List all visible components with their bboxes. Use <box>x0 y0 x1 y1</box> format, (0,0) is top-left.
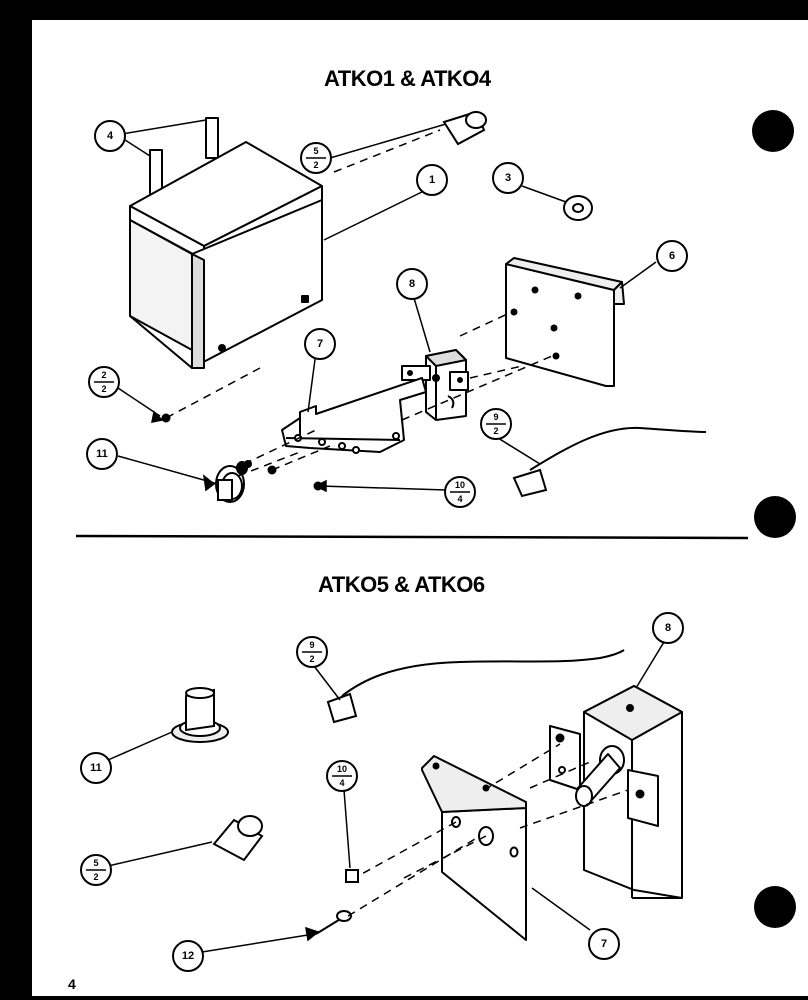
cabinet-screw-hole <box>301 295 309 303</box>
svg-text:8: 8 <box>665 622 671 634</box>
small-parts-bottom <box>212 649 625 935</box>
svg-text:4: 4 <box>107 130 114 142</box>
fraction-callout-top-9-2: 9 2 <box>480 408 512 440</box>
svg-text:11: 11 <box>90 762 102 774</box>
svg-text:8: 8 <box>409 278 415 290</box>
svg-text:2: 2 <box>93 872 98 882</box>
assembly-lines-top <box>165 129 553 477</box>
scan-border-top <box>0 0 808 20</box>
svg-text:4: 4 <box>339 778 344 788</box>
svg-text:6: 6 <box>669 250 675 262</box>
binder-hole-top <box>752 110 794 152</box>
top-section-title: ATKO1 & ATKO4 <box>324 66 491 91</box>
cabinet-housing <box>129 117 323 369</box>
callout-top-7: 7 <box>304 328 336 360</box>
mounting-bracket-top <box>281 377 427 454</box>
svg-text:2: 2 <box>101 370 106 380</box>
cabinet-front-hole <box>218 344 226 352</box>
svg-text:7: 7 <box>601 938 607 950</box>
leader-lines-bottom <box>107 641 665 953</box>
section-divider <box>75 534 749 540</box>
callout-top-6: 6 <box>656 240 688 272</box>
binder-hole-middle <box>754 496 796 538</box>
svg-text:2: 2 <box>309 654 314 664</box>
wire-lead-top <box>529 426 707 471</box>
control-knob-bottom <box>171 687 229 743</box>
svg-text:7: 7 <box>317 338 323 350</box>
scan-border-bottom <box>0 996 808 1000</box>
assembly-lines-bottom <box>347 743 629 917</box>
fraction-callout-top-5-2: 5 2 <box>300 142 332 174</box>
back-plate <box>505 257 625 387</box>
pin-head <box>336 910 352 922</box>
pin-shaft <box>315 917 343 935</box>
callout-top-4: 4 <box>94 120 126 152</box>
callout-top-11: 11 <box>86 438 118 470</box>
svg-text:5: 5 <box>313 146 318 156</box>
control-knob-top <box>215 461 248 503</box>
mounting-strap-right <box>205 117 219 159</box>
switch-unit-bottom <box>549 685 683 899</box>
svg-text:3: 3 <box>505 172 511 184</box>
page-number: 4 <box>68 976 76 992</box>
switch-unit-top <box>401 349 469 421</box>
wire-connector-bottom <box>326 692 358 724</box>
binder-hole-bottom <box>754 886 796 928</box>
callout-bottom-12: 12 <box>172 940 204 972</box>
mounting-bracket-bottom <box>421 755 527 941</box>
svg-text:10: 10 <box>455 480 465 490</box>
svg-text:9: 9 <box>309 640 314 650</box>
wire-lead-bottom <box>341 649 625 697</box>
svg-text:2: 2 <box>313 160 318 170</box>
bottom-section-title: ATKO5 & ATKO6 <box>318 572 485 597</box>
svg-text:5: 5 <box>93 858 98 868</box>
svg-text:4: 4 <box>457 494 462 504</box>
cabinet-corner <box>191 253 205 369</box>
callout-top-3: 3 <box>492 162 524 194</box>
svg-text:2: 2 <box>101 384 106 394</box>
fraction-callout-bottom-10-4: 10 4 <box>326 760 358 792</box>
callout-bottom-8: 8 <box>652 612 684 644</box>
fraction-callout-bottom-5-2: 5 2 <box>80 854 112 886</box>
svg-text:1: 1 <box>429 174 435 186</box>
svg-text:11: 11 <box>96 448 108 460</box>
callout-bottom-11: 11 <box>80 752 112 784</box>
callout-bottom-7: 7 <box>588 928 620 960</box>
svg-text:9: 9 <box>493 412 498 422</box>
callout-top-1: 1 <box>416 164 448 196</box>
svg-text:2: 2 <box>493 426 498 436</box>
wire-connector-top <box>512 468 548 498</box>
fraction-callout-top-10-4: 10 4 <box>444 476 476 508</box>
svg-text:12: 12 <box>182 950 194 962</box>
screw-1 <box>161 413 171 423</box>
small-parts-top <box>161 110 707 498</box>
callout-top-8: 8 <box>396 268 428 300</box>
scan-border-left <box>0 0 32 1000</box>
fraction-callout-bottom-9-2: 9 2 <box>296 636 328 668</box>
svg-text:10: 10 <box>337 764 347 774</box>
fraction-callout-top-2-2: 2 2 <box>88 366 120 398</box>
leader-lines-top <box>117 119 657 493</box>
